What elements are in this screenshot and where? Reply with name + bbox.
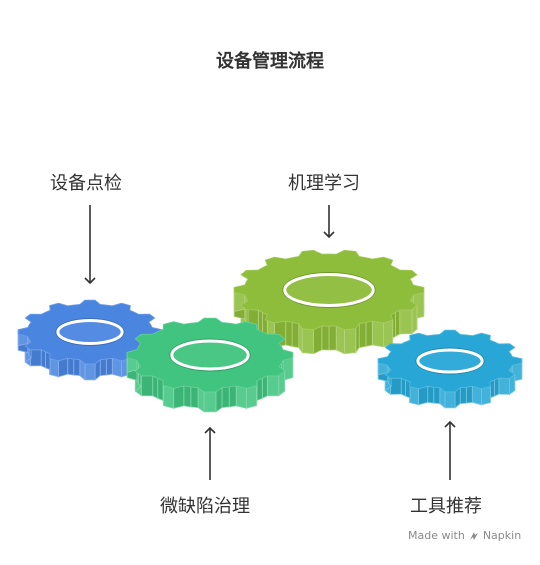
- watermark: Made with Napkin: [408, 529, 521, 542]
- label-mechanism-learning: 机理学习: [288, 173, 360, 194]
- napkin-logo-icon: [469, 531, 478, 540]
- label-micro-defect-treatment: 微缺陷治理: [160, 496, 250, 517]
- label-equipment-inspection: 设备点检: [50, 173, 122, 194]
- watermark-brand: Napkin: [482, 529, 522, 542]
- label-tool-recommendation: 工具推荐: [410, 496, 482, 517]
- gear-learn: [233, 249, 425, 355]
- gear-inspect: [17, 299, 163, 381]
- diagram-title: 设备管理流程: [216, 51, 324, 72]
- gear-tools: [377, 329, 523, 409]
- watermark-prefix: Made with: [408, 529, 465, 542]
- gear-defect: [126, 317, 294, 413]
